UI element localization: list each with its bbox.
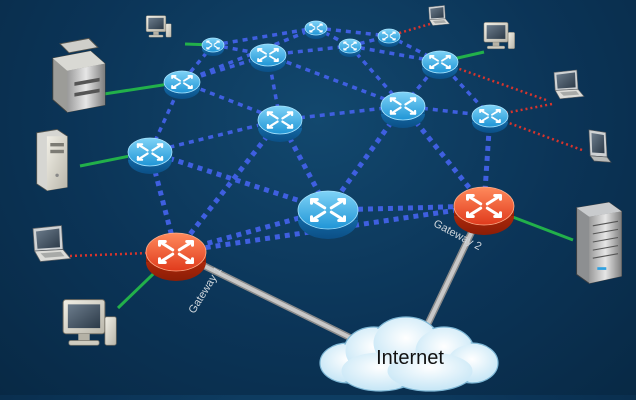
mesh-router-icon — [338, 38, 362, 57]
mesh-router-icon — [377, 28, 401, 47]
laptop-icon — [428, 5, 451, 26]
mesh-router-icon — [201, 37, 225, 56]
mesh-link — [212, 26, 317, 47]
network-links — [69, 22, 583, 344]
client-devices — [32, 5, 623, 346]
tower-pc-icon — [36, 128, 68, 192]
laptop-icon — [553, 69, 585, 100]
mesh-router-icon — [380, 91, 426, 128]
mesh-router-icon — [163, 70, 201, 99]
wireless-link — [489, 102, 553, 118]
gateway-router-icon — [145, 232, 207, 281]
laptop-icon — [32, 225, 72, 262]
printer-icon — [52, 37, 106, 113]
gateway-router-icon — [453, 186, 515, 235]
mesh-router-icon — [421, 50, 459, 79]
mesh-router-icon — [249, 43, 287, 72]
mesh-link — [348, 44, 405, 108]
server-tower-icon — [576, 201, 623, 284]
mesh-link — [147, 151, 179, 253]
desktop-pc-icon — [483, 22, 515, 50]
desktop-pc-icon — [62, 299, 117, 346]
mesh-link — [267, 53, 404, 108]
mesh-link — [181, 26, 317, 84]
internet-cloud: Internet — [319, 316, 499, 392]
mesh-router-icon — [127, 137, 173, 174]
mesh-link — [315, 26, 390, 38]
internet-uplink-highlight — [175, 250, 356, 342]
internet-label: Internet — [376, 347, 444, 369]
mesh-link — [181, 80, 281, 122]
mesh-router-icon — [257, 105, 303, 142]
mesh-router-icon — [471, 104, 509, 133]
tablet-pc-icon — [588, 129, 612, 163]
mesh-router-icon — [297, 190, 359, 239]
mesh-link — [149, 149, 329, 213]
mesh-link — [175, 203, 485, 255]
desktop-pc-icon — [145, 15, 172, 38]
wireless-link — [439, 60, 547, 102]
mesh-link — [174, 118, 282, 254]
mesh-router-icon — [304, 20, 328, 39]
